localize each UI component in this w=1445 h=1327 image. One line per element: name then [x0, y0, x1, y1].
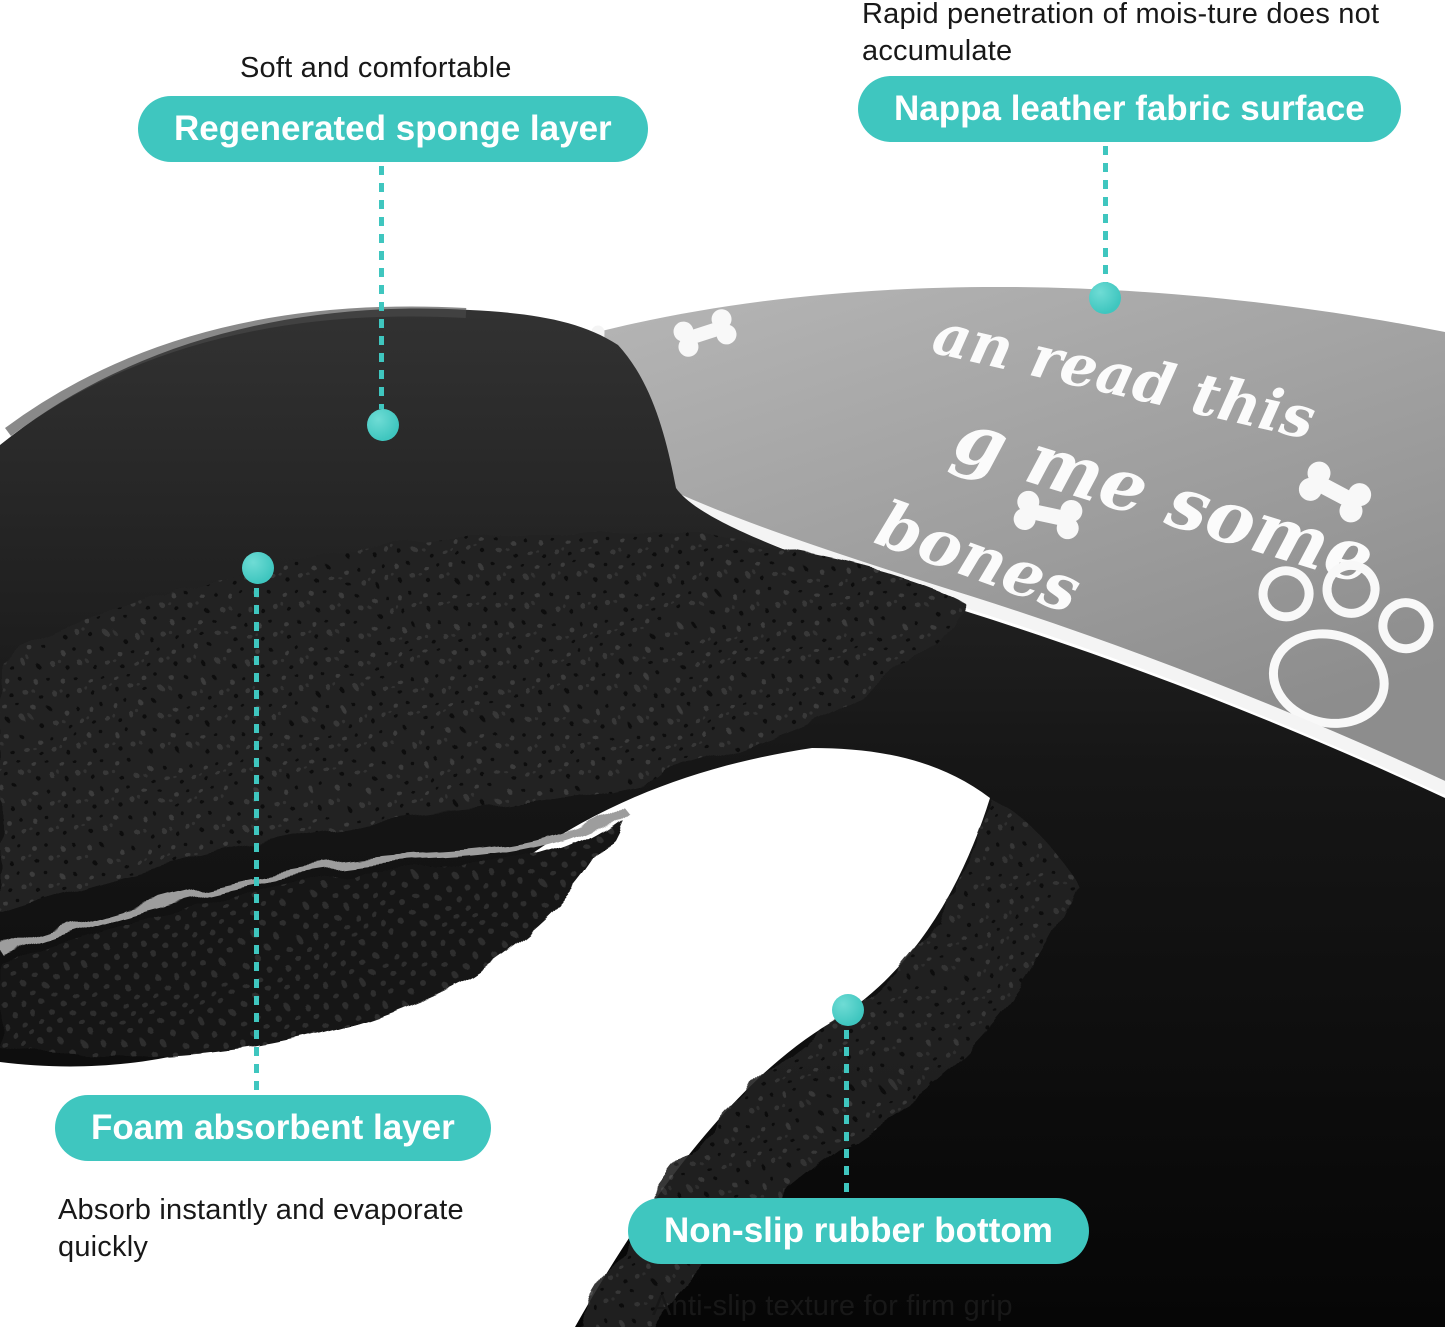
sponge-label-pill: Regenerated sponge layer — [138, 96, 648, 162]
foam-layer-shape — [0, 530, 962, 916]
foam-note: Absorb instantly and evaporate quickly — [58, 1194, 464, 1264]
fabric-note: Rapid penetration of mois-ture does not … — [862, 0, 1380, 68]
rubber-leader-line — [844, 1030, 849, 1194]
rubber-label-pill: Non-slip rubber bottom — [628, 1198, 1089, 1264]
fabric-label-pill: Nappa leather fabric surface — [858, 76, 1401, 142]
fabric-surface-shape — [597, 286, 1445, 788]
rubber-bottom-texture — [0, 815, 618, 1058]
sponge-note: Soft and comfortable — [240, 52, 512, 84]
rubber-note: Anti-slip texture for firm grip — [652, 1290, 1013, 1322]
crest-highlight — [5, 306, 467, 437]
sponge-point-dot — [367, 409, 399, 441]
paw-print-icon — [1258, 560, 1434, 728]
sponge-label-text: Regenerated sponge layer — [174, 109, 612, 148]
foam-leader-line — [254, 588, 259, 1092]
fabric-leader-line — [1103, 146, 1108, 284]
fabric-label-text: Nappa leather fabric surface — [894, 89, 1365, 128]
foam-label-pill: Foam absorbent layer — [55, 1095, 491, 1161]
sponge-leader-line — [379, 166, 384, 409]
fabric-point-dot — [1089, 282, 1121, 314]
bottom-mass-foam-edge — [575, 798, 1080, 1327]
foam-point-dot — [242, 552, 274, 584]
foam-label-text: Foam absorbent layer — [91, 1108, 455, 1147]
rubber-edge-line — [0, 803, 625, 954]
rubber-point-dot — [832, 994, 864, 1026]
rubber-label-text: Non-slip rubber bottom — [664, 1211, 1053, 1250]
